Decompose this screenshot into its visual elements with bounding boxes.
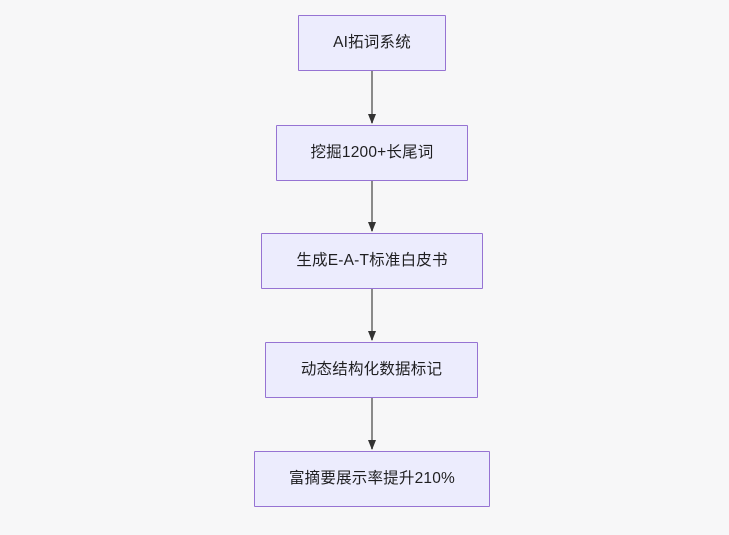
- flow-node-label: 动态结构化数据标记: [300, 360, 443, 378]
- flow-node-mine-longtail-keywords[interactable]: 挖掘1200+长尾词: [276, 125, 468, 181]
- flow-node-label: 富摘要展示率提升210%: [288, 469, 456, 487]
- flow-node-dynamic-structured-data-markup[interactable]: 动态结构化数据标记: [265, 342, 478, 398]
- flow-node-rich-snippet-impression-lift[interactable]: 富摘要展示率提升210%: [254, 451, 490, 507]
- flow-node-generate-eat-whitepaper[interactable]: 生成E-A-T标准白皮书: [261, 233, 483, 289]
- flow-node-label: 生成E-A-T标准白皮书: [296, 251, 448, 269]
- flow-node-ai-keyword-system[interactable]: AI拓词系统: [298, 15, 446, 71]
- flow-node-label: 挖掘1200+长尾词: [310, 143, 434, 161]
- flow-node-label: AI拓词系统: [333, 33, 411, 51]
